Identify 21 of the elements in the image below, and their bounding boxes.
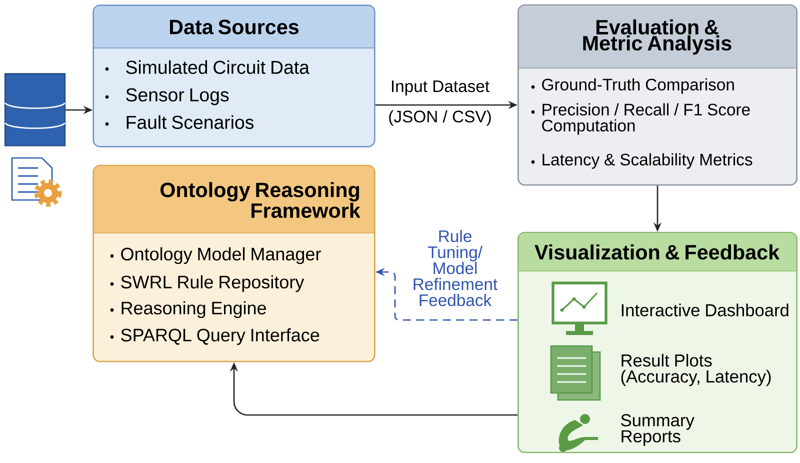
bullet-item: Latency & Scalability Metrics <box>531 153 752 169</box>
bullet-item: Sensor Logs <box>105 88 229 106</box>
bullet-item: Reasoning Engine <box>110 301 266 318</box>
bullet-item: Fault Scenarios <box>105 115 254 129</box>
box-heading: Evaluation & Metric Analysis <box>583 19 732 55</box>
bullet-item: SWRL Rule Repository <box>110 275 304 292</box>
box-heading: Visualization & Feedback <box>534 244 780 260</box>
item-label: Summary Reports <box>621 414 694 446</box>
bullet-item: Ground-Truth Comparison <box>531 78 734 94</box>
database-cylinder <box>4 73 66 146</box>
item-label: Interactive Dashboard <box>622 304 788 316</box>
item-label: Result Plots (Accuracy, Latency) <box>621 354 771 386</box>
format-note: (JSON / CSV) <box>389 110 491 126</box>
bullet-item: Ontology Model Manager <box>110 247 321 264</box>
box-heading: Ontology Reasoning Framework <box>160 182 360 218</box>
edge-label: Input Dataset <box>389 79 491 97</box>
bullet-item: Precision / Recall / F1 Score Computation <box>531 103 750 135</box>
box-heading: Data Sources <box>170 20 299 34</box>
edge-label: Rule Tuning/ Model Refinement Feedback <box>408 228 502 308</box>
bullet-item: SPARQL Query Interface <box>110 328 320 346</box>
bullet-item: Simulated Circuit Data <box>105 60 310 74</box>
